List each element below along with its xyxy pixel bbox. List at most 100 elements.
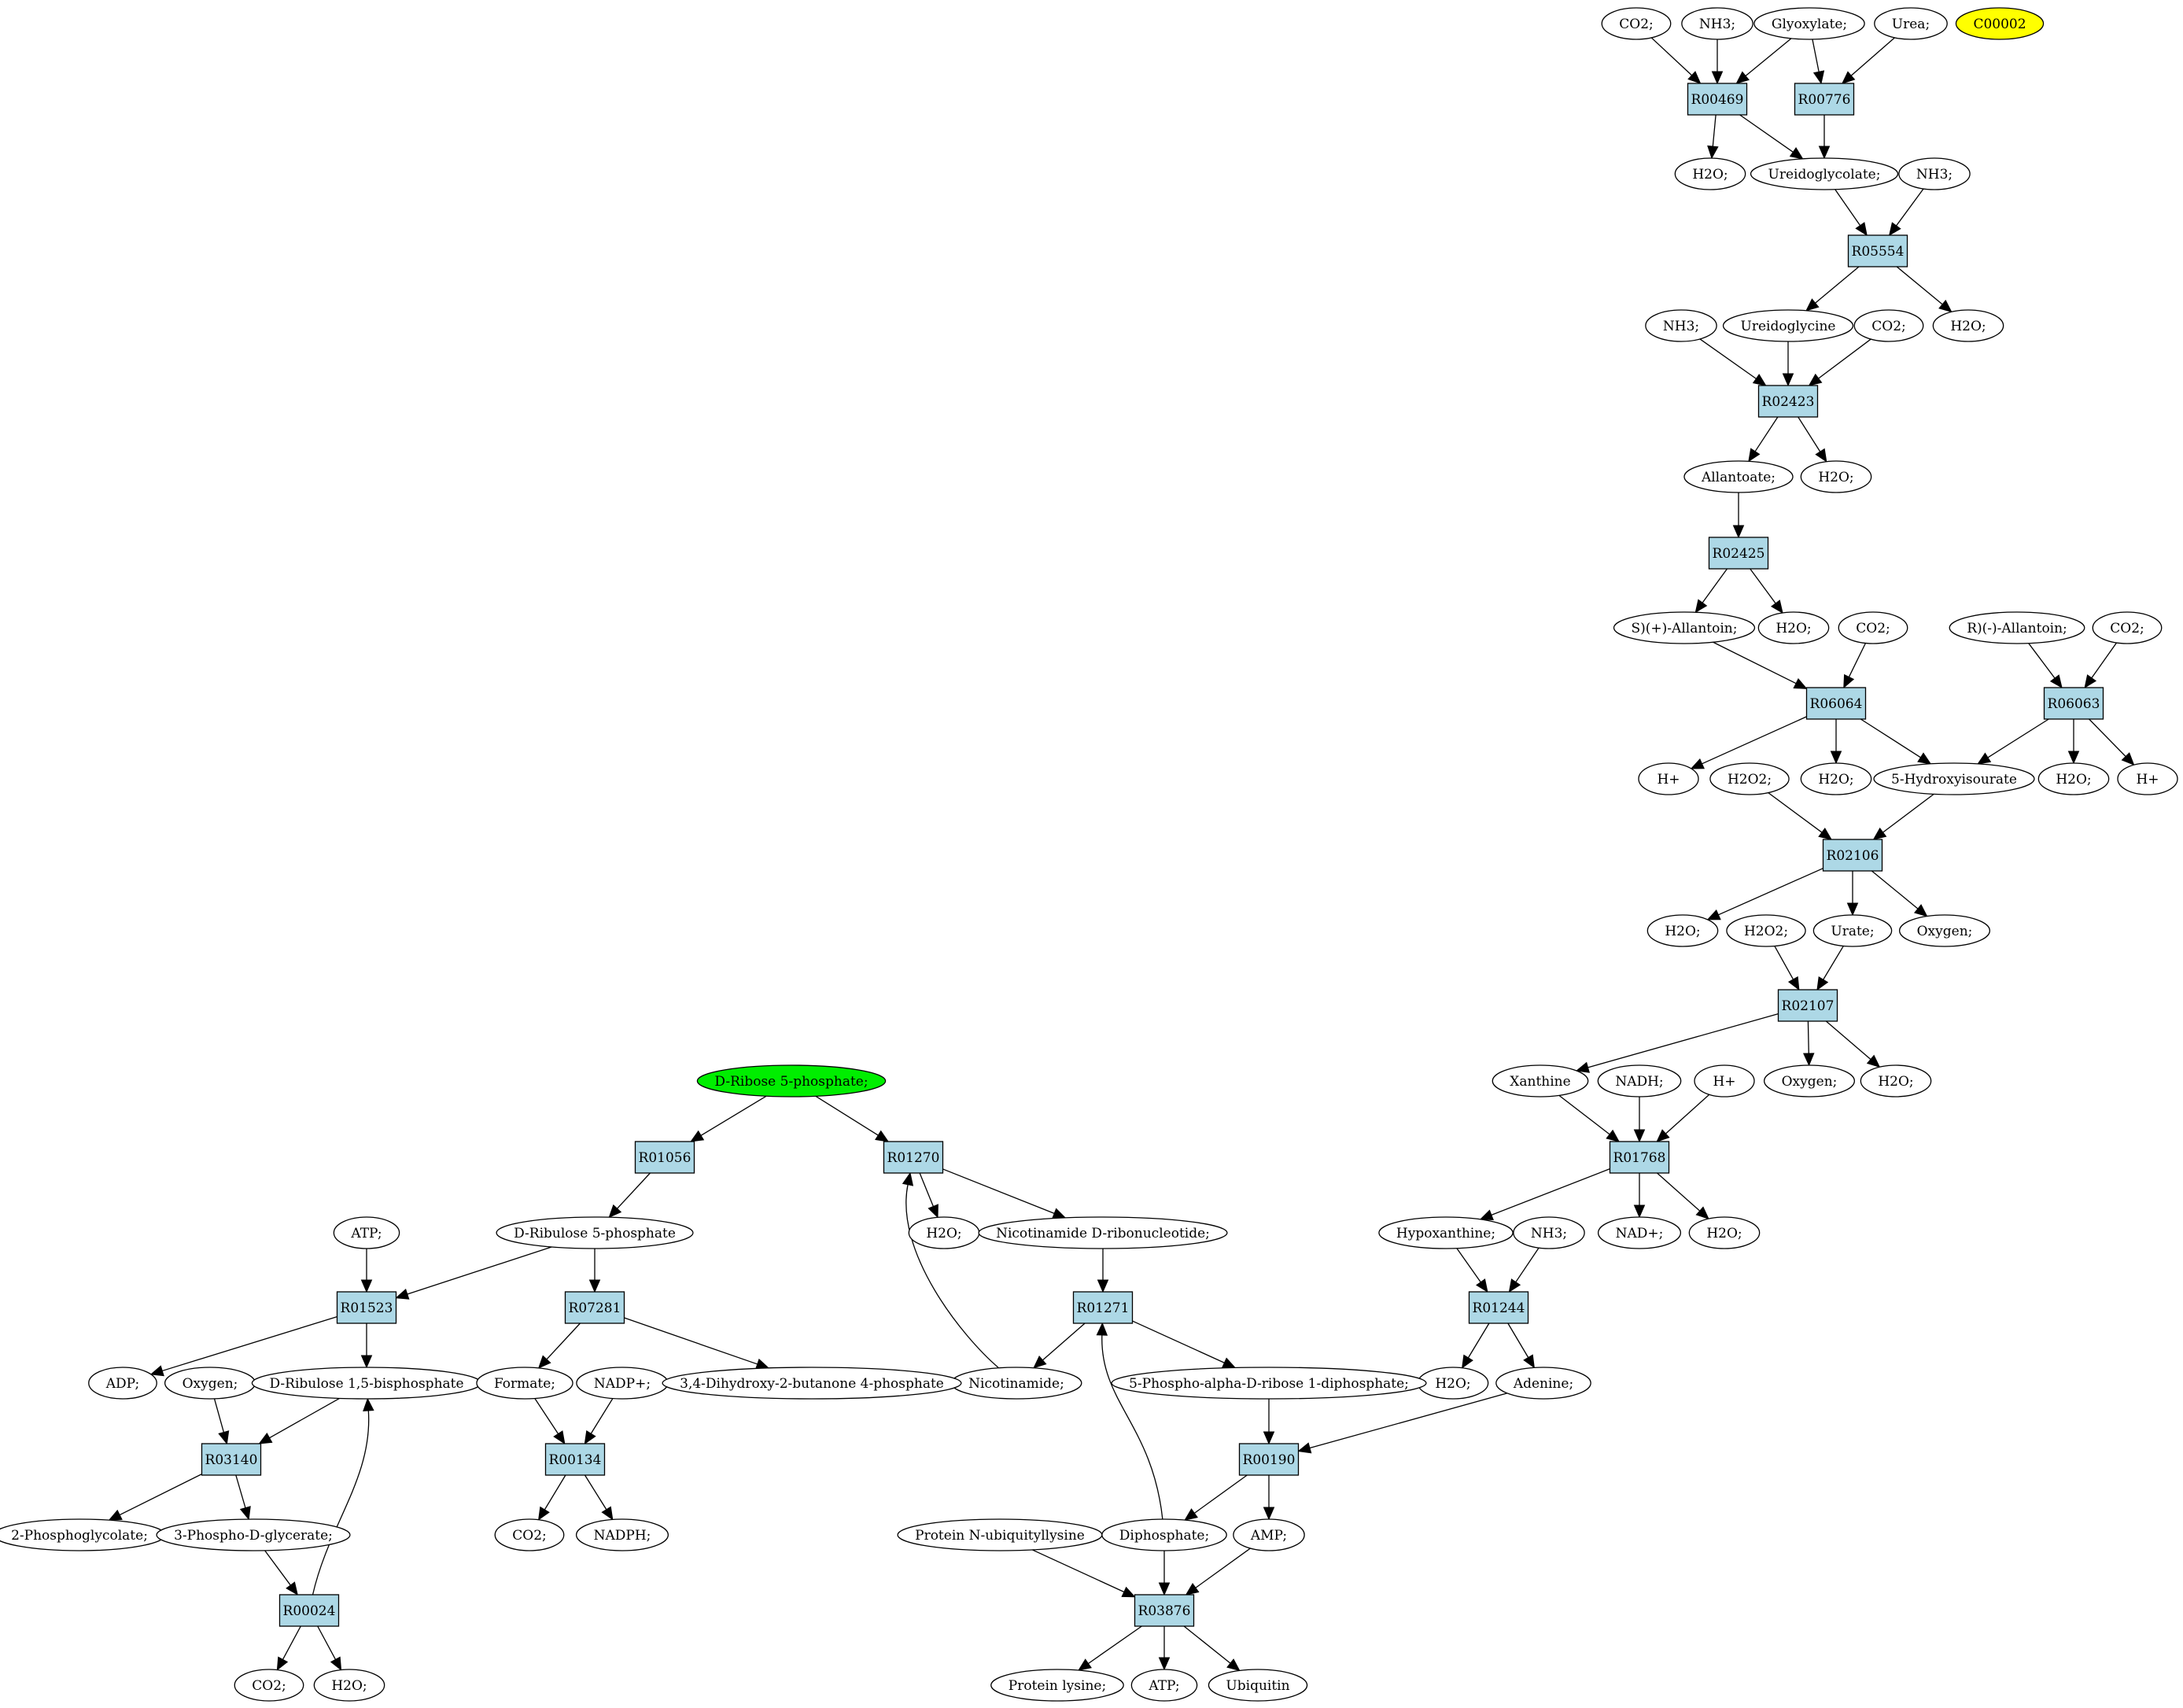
compound-node-allantoate[interactable]: Allantoate;	[1683, 460, 1794, 493]
compound-node-h2o-k[interactable]: H2O;	[908, 1216, 980, 1249]
compound-node-co2-d[interactable]: CO2;	[2092, 611, 2163, 644]
compound-node-ureidoglycolate[interactable]: Ureidoglycolate;	[1750, 157, 1899, 190]
compound-node-ubiquitin[interactable]: Ubiquitin	[1208, 1669, 1308, 1702]
reaction-node-r01270[interactable]: R01270	[883, 1141, 944, 1174]
compound-node-hypoxanthine[interactable]: Hypoxanthine;	[1378, 1216, 1514, 1249]
compound-label: Protein lysine;	[1009, 1678, 1106, 1694]
compound-node-adenine[interactable]: Adenine;	[1495, 1367, 1591, 1400]
compound-node-nh3-b[interactable]: NH3;	[1898, 157, 1971, 190]
compound-node-oxygen-c[interactable]: Oxygen;	[164, 1367, 256, 1400]
edge-arrowhead	[1787, 976, 1800, 991]
reaction-node-r00190[interactable]: R00190	[1238, 1443, 1300, 1476]
compound-node-protein-nub[interactable]: Protein N-ubiquityllysine	[897, 1518, 1103, 1551]
compound-node-h2o-l[interactable]: H2O;	[313, 1669, 385, 1702]
compound-node-nmn[interactable]: Nicotinamide D-ribonucleotide;	[978, 1216, 1228, 1249]
compound-node-nh3-c[interactable]: NH3;	[1645, 309, 1717, 342]
compound-node-h2o-j[interactable]: H2O;	[1417, 1367, 1489, 1400]
edge-ribose5p-to-r01270	[815, 1095, 879, 1136]
compound-node-oxygen-b[interactable]: Oxygen;	[1763, 1064, 1856, 1097]
reaction-node-r01523[interactable]: R01523	[336, 1291, 397, 1324]
reaction-node-r00469[interactable]: R00469	[1687, 83, 1748, 116]
compound-node-co2-f[interactable]: CO2;	[234, 1669, 304, 1702]
reaction-node-r00776[interactable]: R00776	[1794, 83, 1855, 116]
compound-node-oxygen-a[interactable]: Oxygen;	[1898, 914, 1991, 947]
compound-node-rubp[interactable]: D-Ribulose 1,5-bisphosphate	[251, 1367, 482, 1400]
compound-node-atp-b[interactable]: ATP;	[1130, 1669, 1198, 1702]
compound-node-h2o-g[interactable]: H2O;	[1646, 914, 1719, 947]
compound-node-h2o-b[interactable]: H2O;	[1932, 309, 2004, 342]
edge-r01270-to-h2o_k	[919, 1172, 934, 1207]
compound-node-ureidoglycine[interactable]: Ureidoglycine	[1722, 309, 1854, 342]
compound-node-h2o-i[interactable]: H2O;	[1688, 1216, 1761, 1249]
compound-node-nadplus[interactable]: NAD+;	[1597, 1216, 1682, 1249]
reaction-label: R01523	[341, 1300, 393, 1316]
compound-node-co2-e[interactable]: CO2;	[494, 1518, 565, 1551]
compound-node-hplus-c[interactable]: H+	[1694, 1064, 1755, 1097]
reaction-node-r06064[interactable]: R06064	[1805, 687, 1867, 720]
reaction-node-r01244[interactable]: R01244	[1468, 1291, 1529, 1324]
compound-node-adp[interactable]: ADP;	[88, 1367, 157, 1400]
compound-node-hplus-a[interactable]: H+	[1638, 762, 1699, 795]
compound-node-nh3-d[interactable]: NH3;	[1513, 1216, 1585, 1249]
compound-node-h2o-c[interactable]: H2O;	[1800, 460, 1872, 493]
reaction-node-r02106[interactable]: R02106	[1822, 839, 1883, 872]
edge-arrowhead	[2067, 751, 2080, 765]
compound-node-nh3-a[interactable]: NH3;	[1681, 7, 1753, 40]
reaction-node-r01056[interactable]: R01056	[634, 1141, 695, 1174]
compound-node-c00002[interactable]: C00002	[1955, 7, 2045, 40]
compound-node-glyoxylate[interactable]: Glyoxylate;	[1753, 7, 1865, 40]
reaction-node-r06063[interactable]: R06063	[2043, 687, 2104, 720]
compound-node-hydroxyisourate[interactable]: 5-Hydroxyisourate	[1873, 762, 2035, 795]
compound-node-xanthine[interactable]: Xanthine	[1492, 1064, 1589, 1097]
compound-node-protein-lysine[interactable]: Protein lysine;	[990, 1669, 1124, 1702]
edge-arrowhead	[1913, 904, 1928, 917]
compound-node-h2o-e[interactable]: H2O;	[1800, 762, 1872, 795]
compound-node-urate[interactable]: Urate;	[1812, 914, 1893, 947]
reaction-node-r02425[interactable]: R02425	[1708, 537, 1769, 570]
edge-oxygen_c-to-r03140	[213, 1398, 225, 1433]
compound-node-nicotinamide[interactable]: Nicotinamide;	[950, 1367, 1082, 1400]
compound-node-h2o-h[interactable]: H2O;	[1860, 1064, 1932, 1097]
reaction-node-r03140[interactable]: R03140	[201, 1443, 262, 1476]
compound-node-hplus-b[interactable]: H+	[2117, 762, 2178, 795]
compound-node-co2-c[interactable]: CO2;	[1838, 611, 1908, 644]
compound-node-co2-b[interactable]: CO2;	[1853, 309, 1924, 342]
reaction-node-r07281[interactable]: R07281	[564, 1291, 625, 1324]
reaction-label: R02106	[1827, 848, 1879, 864]
compound-node-phosphoglycerate[interactable]: 3-Phospho-D-glycerate;	[156, 1518, 351, 1551]
compound-node-h2o-d[interactable]: H2O;	[1757, 611, 1830, 644]
reaction-node-r00024[interactable]: R00024	[278, 1594, 340, 1627]
compound-node-amp[interactable]: AMP;	[1233, 1518, 1305, 1551]
reaction-node-r03876[interactable]: R03876	[1134, 1594, 1195, 1627]
reaction-node-r01271[interactable]: R01271	[1072, 1291, 1134, 1324]
compound-label: CO2;	[1871, 319, 1906, 334]
reaction-label: R00776	[1798, 92, 1851, 108]
edge-amp-to-r03876	[1195, 1548, 1251, 1588]
compound-node-prpp[interactable]: 5-Phospho-alpha-D-ribose 1-diphosphate;	[1111, 1367, 1427, 1400]
compound-node-nadh[interactable]: NADH;	[1597, 1064, 1682, 1097]
compound-node-h2o-f[interactable]: H2O;	[2037, 762, 2110, 795]
compound-node-nadph[interactable]: NADPH;	[575, 1518, 669, 1551]
reaction-node-r05554[interactable]: R05554	[1847, 234, 1908, 267]
compound-node-r-allantoin[interactable]: R)(-)-Allantoin;	[1949, 611, 2085, 644]
compound-node-s-allantoin[interactable]: S)(+)-Allantoin;	[1613, 611, 1756, 644]
compound-node-diphosphate[interactable]: Diphosphate;	[1101, 1518, 1227, 1551]
compound-node-urea[interactable]: Urea;	[1874, 7, 1948, 40]
compound-label: 2-Phosphoglycolate;	[11, 1528, 148, 1544]
compound-node-h2o2-a[interactable]: H2O2;	[1709, 762, 1790, 795]
compound-node-atp-a[interactable]: ATP;	[333, 1216, 400, 1249]
compound-node-nadpplus[interactable]: NADP+;	[576, 1367, 669, 1400]
compound-node-dhbp[interactable]: 3,4-Dihydroxy-2-butanone 4-phosphate	[662, 1367, 962, 1400]
compound-node-ribulose5p[interactable]: D-Ribulose 5-phosphate	[496, 1216, 694, 1249]
compound-node-ribose5p[interactable]: D-Ribose 5-phosphate;	[696, 1064, 887, 1097]
compound-node-h2o2-b[interactable]: H2O2;	[1726, 914, 1806, 947]
compound-node-co2-a[interactable]: CO2;	[1601, 7, 1672, 40]
compound-node-phosphoglycolate[interactable]: 2-Phosphoglycolate;	[0, 1518, 166, 1551]
reaction-node-r02423[interactable]: R02423	[1757, 385, 1819, 418]
compound-node-formate[interactable]: Formate;	[476, 1367, 573, 1400]
reaction-node-r01768[interactable]: R01768	[1609, 1141, 1670, 1174]
compound-node-h2o-a[interactable]: H2O;	[1674, 157, 1746, 190]
reaction-node-r00134[interactable]: R00134	[544, 1443, 606, 1476]
reaction-node-r02107[interactable]: R02107	[1777, 989, 1838, 1022]
edge-glyoxylate-to-r00776	[1812, 39, 1820, 72]
